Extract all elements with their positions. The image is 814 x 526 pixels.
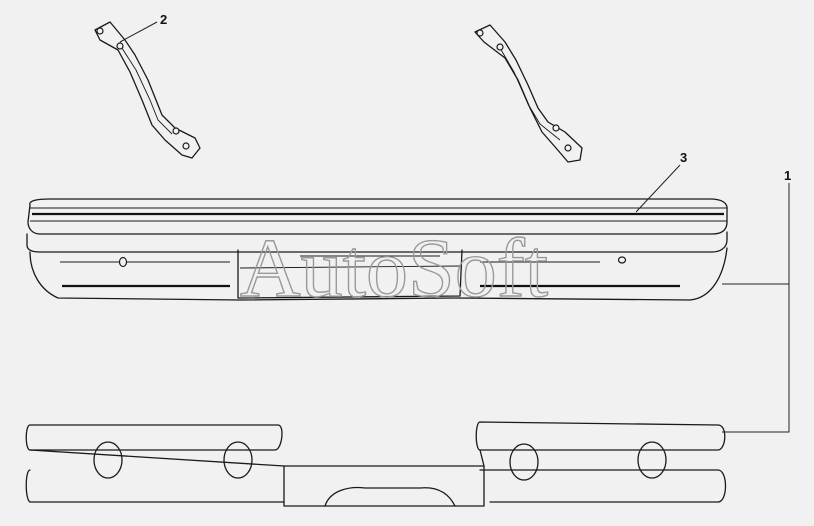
callout-1: 1 <box>784 168 791 183</box>
right-mounting-bracket <box>474 24 583 163</box>
left-mounting-bracket <box>94 21 201 159</box>
callout-2: 2 <box>160 12 167 27</box>
lower-reinforcement-beam <box>25 421 727 507</box>
watermark: AutoSoft <box>240 222 548 315</box>
callout-3: 3 <box>680 150 687 165</box>
leader-lines <box>119 21 790 433</box>
bumper-assembly <box>26 198 728 301</box>
